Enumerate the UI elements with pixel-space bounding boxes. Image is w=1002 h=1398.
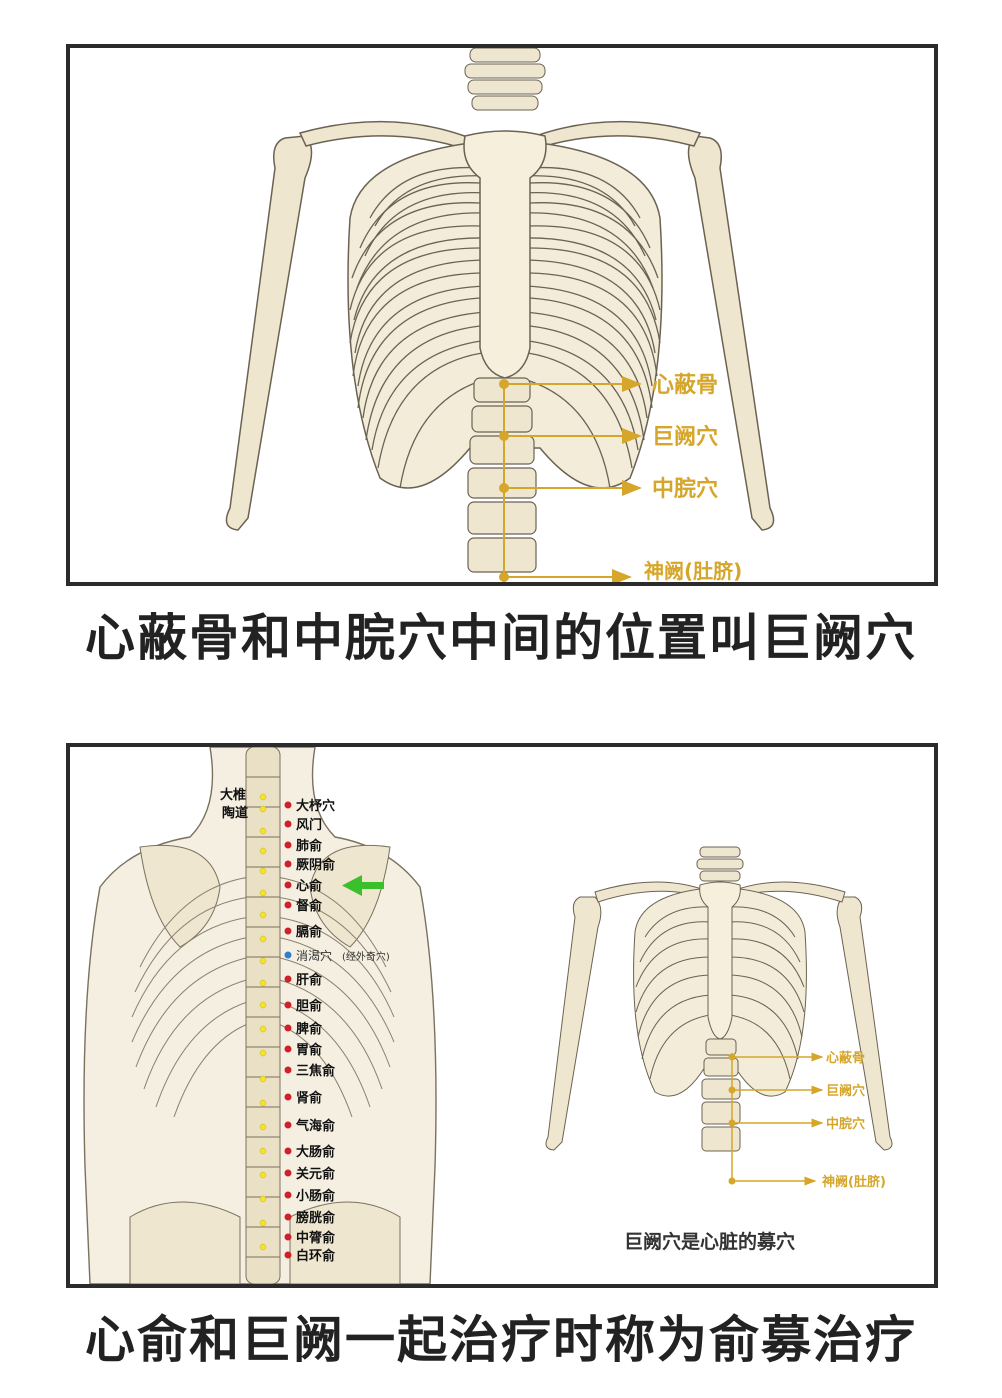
- label-juque: 巨阙穴: [652, 424, 718, 450]
- acupoint-shenshu: 肾俞: [284, 1090, 323, 1106]
- mini-label-zhongwan: 中脘穴: [826, 1116, 865, 1132]
- acupoint-label: 胃俞: [296, 1042, 323, 1058]
- caption-bottom: 心俞和巨阙一起治疗时称为俞募治疗: [85, 1310, 917, 1369]
- acupoint-weishu: 胃俞: [284, 1042, 323, 1058]
- acupoint-label: 肺俞: [296, 838, 323, 854]
- acupoint-label: 心俞: [296, 878, 323, 894]
- label-dazhui: 大椎: [220, 787, 246, 803]
- caption-top: 心蔽骨和中脘穴中间的位置叫巨阙穴: [85, 608, 917, 667]
- acupoint-label: 膀胱俞: [295, 1210, 336, 1226]
- ribcage-front-illustration: 心蔽骨 巨阙穴 中脘穴 神阙(肚脐): [225, 48, 775, 582]
- acupoint-danshu: 胆俞: [284, 998, 323, 1014]
- acupoint-label: 三焦俞: [296, 1063, 336, 1079]
- acupoint-baihuanshu: 白环俞: [284, 1248, 336, 1264]
- acupoint-xiaoke: 消渴穴 (经外奇穴): [284, 948, 390, 963]
- acupoint-list: 大杼穴 风门 肺俞 厥阴俞 心俞 督俞 膈俞 消渴穴 (经外奇穴) 肝俞 胆俞 脾…: [284, 798, 390, 1264]
- mini-ribcage-illustration: 心蔽骨 巨阙穴 中脘穴 神阙(肚脐): [545, 846, 893, 1190]
- acupoint-qihaishu: 气海俞: [284, 1118, 336, 1134]
- acupoint-label: 膈俞: [295, 924, 323, 940]
- label-shenque: 神阙(肚脐): [644, 559, 742, 582]
- acupoint-label: 厥阴俞: [296, 857, 336, 873]
- acupoint-label: 小肠俞: [296, 1188, 336, 1204]
- acupoint-sanjiaoshu: 三焦俞: [284, 1063, 336, 1079]
- acupoint-ganshu: 肝俞: [284, 972, 323, 988]
- green-arrow-icon: [342, 875, 384, 896]
- acupoint-label: 大肠俞: [296, 1144, 336, 1160]
- acupoint-label: 督俞: [296, 898, 323, 914]
- acupoint-feishu: 肺俞: [284, 838, 323, 854]
- mini-label-juque: 巨阙穴: [826, 1083, 865, 1099]
- front-ribcage-panel: 心蔽骨 巨阙穴 中脘穴 神阙(肚脐): [66, 44, 938, 586]
- acupoint-label: 大杼穴: [296, 798, 335, 814]
- acupoint-label: 中膂俞: [296, 1230, 336, 1246]
- acupoint-label: 风门: [296, 817, 322, 833]
- acupoint-dazhu: 大杼穴: [284, 798, 335, 814]
- acupoint-pishu: 脾俞: [284, 1021, 323, 1037]
- acupoint-geshu: 膈俞: [284, 924, 323, 940]
- acupoint-label: 消渴穴: [296, 948, 332, 963]
- acupoint-label: 胆俞: [296, 998, 323, 1014]
- acupoint-label: 气海俞: [296, 1118, 336, 1134]
- mini-label-shenque: 神阙(肚脐): [822, 1174, 886, 1190]
- acupoint-xinshu: 心俞: [284, 878, 323, 894]
- acupoint-label: 白环俞: [296, 1248, 336, 1264]
- acupoint-label: 关元俞: [296, 1166, 336, 1182]
- acupoint-zhonglvshu: 中膂俞: [284, 1230, 336, 1246]
- back-acupoints-panel: 大椎 陶道 大杼穴 风门 肺俞 厥阴俞 心俞 督俞 膈俞 消渴穴 (经外奇穴) 肝…: [66, 743, 938, 1288]
- mini-label-xiphoid: 心蔽骨: [826, 1050, 865, 1066]
- acupoint-dachangshu: 大肠俞: [284, 1144, 336, 1160]
- acupoint-label: 脾俞: [296, 1021, 323, 1037]
- acupoint-dushu: 督俞: [284, 898, 323, 914]
- acupoint-pangguangshu: 膀胱俞: [284, 1210, 336, 1226]
- acupoint-fengmen: 风门: [284, 817, 322, 833]
- label-zhongwan: 中脘穴: [652, 476, 718, 502]
- acupoint-label: 肾俞: [296, 1090, 323, 1106]
- acupoint-guanyuanshu: 关元俞: [284, 1166, 336, 1182]
- label-xiphoid: 心蔽骨: [652, 373, 718, 398]
- note-text: 巨阙穴是心脏的募穴: [624, 1230, 795, 1253]
- acupoint-label: 肝俞: [296, 972, 323, 988]
- acupoint-jueyinshu: 厥阴俞: [284, 857, 336, 873]
- label-taodao: 陶道: [222, 805, 248, 821]
- back-and-ribcage-illustration: 大椎 陶道 大杼穴 风门 肺俞 厥阴俞 心俞 督俞 膈俞 消渴穴 (经外奇穴) 肝…: [83, 747, 893, 1284]
- acupoint-note: (经外奇穴): [342, 950, 390, 963]
- acupoint-xiaochangshu: 小肠俞: [284, 1188, 336, 1204]
